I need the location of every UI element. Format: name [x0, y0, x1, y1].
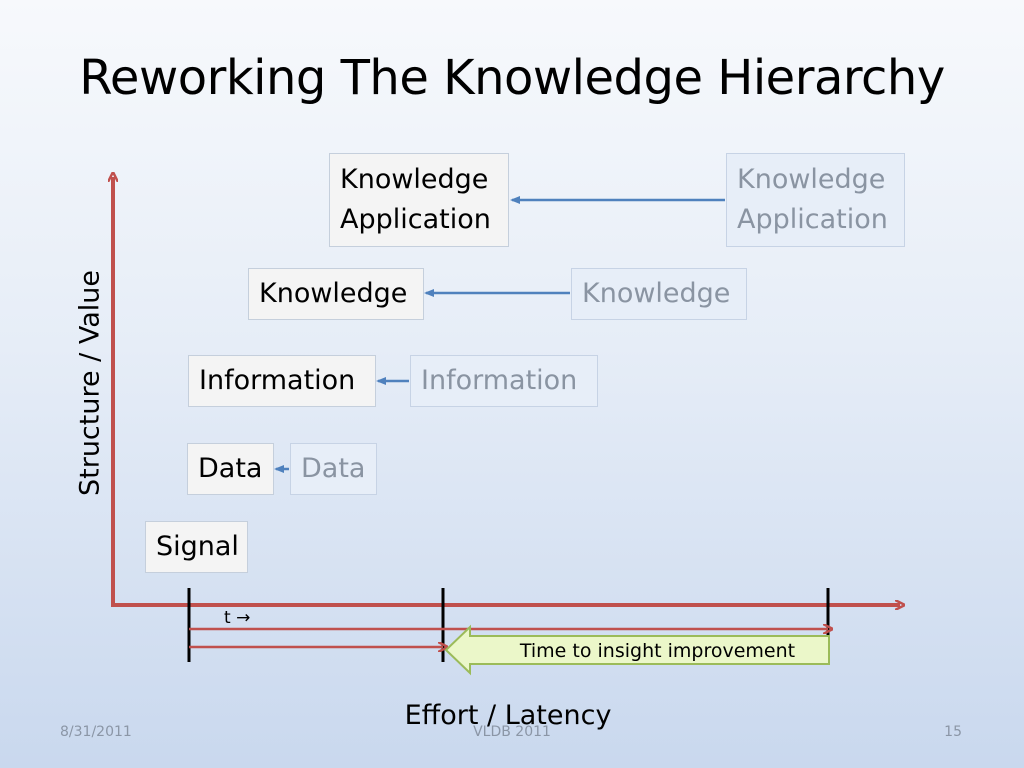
information-ghost-box: Information: [410, 355, 598, 407]
slide-title: Reworking The Knowledge Hierarchy: [79, 50, 945, 106]
signal-box: Signal: [145, 521, 248, 573]
time-arrow-label: t →: [224, 608, 251, 628]
footer-date: 8/31/2011: [60, 724, 132, 740]
data-ghost-label: Data: [301, 453, 366, 484]
improvement-label: Time to insight improvement: [519, 640, 796, 662]
information-box: Information: [188, 355, 376, 407]
knowledge-application-label: Knowledge Application: [340, 164, 491, 235]
knowledge-application-box: Knowledge Application: [329, 153, 509, 247]
knowledge-application-ghost-label: Knowledge Application: [737, 164, 888, 235]
data-box: Data: [187, 443, 274, 495]
knowledge-ghost-box: Knowledge: [571, 268, 747, 320]
data-ghost-box: Data: [290, 443, 377, 495]
footer-conference: VLDB 2011: [473, 724, 551, 740]
knowledge-ghost-label: Knowledge: [582, 278, 731, 309]
footer-page-number: 15: [944, 724, 962, 740]
knowledge-box: Knowledge: [248, 268, 424, 320]
signal-label: Signal: [156, 531, 239, 562]
information-ghost-label: Information: [421, 365, 578, 396]
knowledge-application-ghost-box: Knowledge Application: [726, 153, 905, 247]
improvement-callout: [444, 624, 830, 676]
information-label: Information: [199, 365, 356, 396]
data-label: Data: [198, 453, 263, 484]
x-axis-label: Effort / Latency: [404, 700, 612, 731]
y-axis-label: Structure / Value: [74, 269, 106, 497]
knowledge-label: Knowledge: [259, 278, 408, 309]
